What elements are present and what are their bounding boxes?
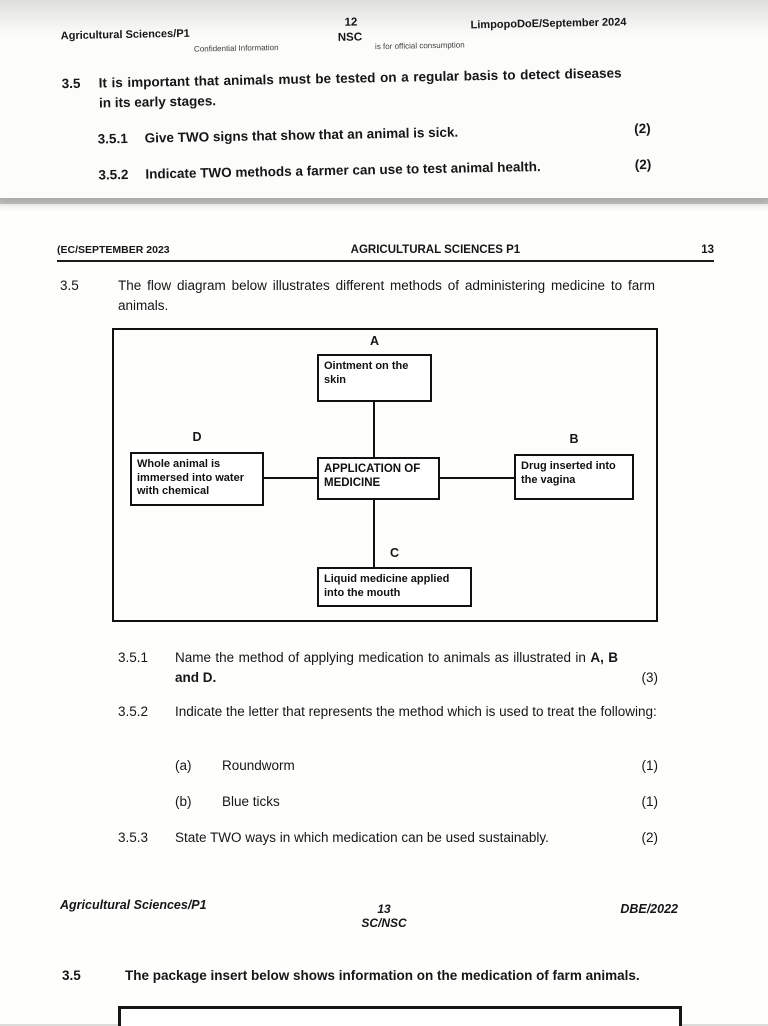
item-letter: (a) [175, 758, 192, 773]
question-text: Give TWO signs that show that an animal … [144, 124, 459, 146]
question-3-5-2: 3.5.2 Indicate TWO methods a farmer can … [98, 155, 651, 186]
question-3-5-next: 3.5 The package insert below shows infor… [62, 966, 660, 986]
footer-page-number: 13 [377, 902, 391, 916]
flow-diagram: A Ointment on the skin D Whole animal is… [112, 328, 658, 622]
header-title: AGRICULTURAL SCIENCES P1 [350, 244, 521, 256]
question-number: 3.5.2 [98, 166, 129, 183]
diagram-label-a: A [369, 334, 380, 348]
question-number: 3.5 [61, 75, 81, 92]
footer-center: 13 SC/NSC [0, 902, 768, 930]
top-header-course: Agricultural Sciences/P1 [60, 27, 190, 43]
diagram-label-d: D [192, 430, 202, 444]
question-3-5-3: 3.5.3 State TWO ways in which medication… [118, 828, 658, 848]
confidential-note-2: is for official consumption [374, 40, 465, 52]
previous-page-content: Agricultural Sciences/P1 12 NSC Confiden… [0, 0, 768, 206]
footer-exam-body: DBE/2022 [620, 902, 678, 916]
top-header-exam-body: LimpopoDoE/September 2024 [470, 16, 627, 32]
top-nsc-label: NSC [337, 31, 363, 44]
confidential-note: Confidential Information [193, 43, 279, 54]
previous-page-fragment: Agricultural Sciences/P1 12 NSC Confiden… [0, 0, 768, 198]
question-3-5-intro: 3.5 The flow diagram below illustrates d… [60, 276, 655, 316]
page-header: (EC/SEPTEMBER 2023 AGRICULTURAL SCIENCES… [57, 244, 714, 262]
item-text: Roundworm [222, 758, 295, 773]
marks-badge: (1) [641, 794, 659, 809]
diagram-box-d: Whole animal is immersed into water with… [130, 452, 264, 506]
diagram-label-b: B [569, 432, 579, 446]
marks-badge: (2) [634, 156, 652, 173]
question-number: 3.5.3 [118, 830, 149, 845]
question-number: 3.5.2 [118, 704, 149, 719]
question-3-5-1: 3.5.1 Give TWO signs that show that an a… [98, 119, 651, 150]
question-text-bold: A, B and D. [175, 650, 618, 685]
marks-badge: (1) [641, 758, 659, 773]
package-insert-box-partial [118, 1006, 682, 1026]
question-text: State TWO ways in which medication can b… [175, 830, 549, 845]
top-page-number: 12 [344, 16, 358, 29]
connector-a-center [373, 402, 375, 457]
connector-center-b [440, 477, 514, 479]
question-3-5-1: 3.5.1 Name the method of applying medica… [118, 648, 658, 688]
question-3-5-intro: 3.5 It is important that animals must be… [61, 63, 622, 114]
question-number: 3.5 [60, 278, 79, 293]
exam-page: (EC/SEPTEMBER 2023 AGRICULTURAL SCIENCES… [0, 204, 768, 1026]
question-number: 3.5 [62, 968, 81, 983]
diagram-box-b: Drug inserted into the vagina [514, 454, 634, 500]
connector-d-center [264, 477, 317, 479]
diagram-center-box: APPLICATION OF MEDICINE [317, 457, 440, 500]
question-3-5-2b: (b) Blue ticks (1) [175, 792, 658, 812]
item-text: Blue ticks [222, 794, 280, 809]
question-text: It is important that animals must be tes… [98, 65, 622, 111]
question-number: 3.5.1 [118, 650, 149, 665]
marks-badge: (2) [633, 120, 651, 137]
marks-badge: (2) [641, 830, 659, 845]
question-text: The package insert below shows informati… [125, 968, 640, 983]
question-text: Indicate the letter that represents the … [175, 704, 657, 719]
diagram-box-a: Ointment on the skin [317, 354, 432, 402]
question-text: The flow diagram below illustrates diffe… [118, 278, 655, 313]
question-text: Indicate TWO methods a farmer can use to… [145, 159, 541, 182]
footer-course: Agricultural Sciences/P1 [60, 898, 207, 912]
diagram-box-c: Liquid medicine applied into the mouth [317, 567, 472, 607]
footer-nsc-label: SC/NSC [361, 916, 407, 930]
question-3-5-2a: (a) Roundworm (1) [175, 756, 658, 776]
header-page-number: 13 [701, 244, 714, 256]
question-number: 3.5.1 [97, 130, 128, 147]
header-session: (EC/SEPTEMBER 2023 [57, 244, 170, 256]
question-3-5-2: 3.5.2 Indicate the letter that represent… [118, 702, 673, 722]
item-letter: (b) [175, 794, 192, 809]
diagram-label-c: C [389, 546, 400, 560]
connector-center-c [373, 500, 375, 567]
marks-badge: (3) [641, 670, 659, 685]
question-text: Name the method of applying medication t… [175, 650, 618, 685]
